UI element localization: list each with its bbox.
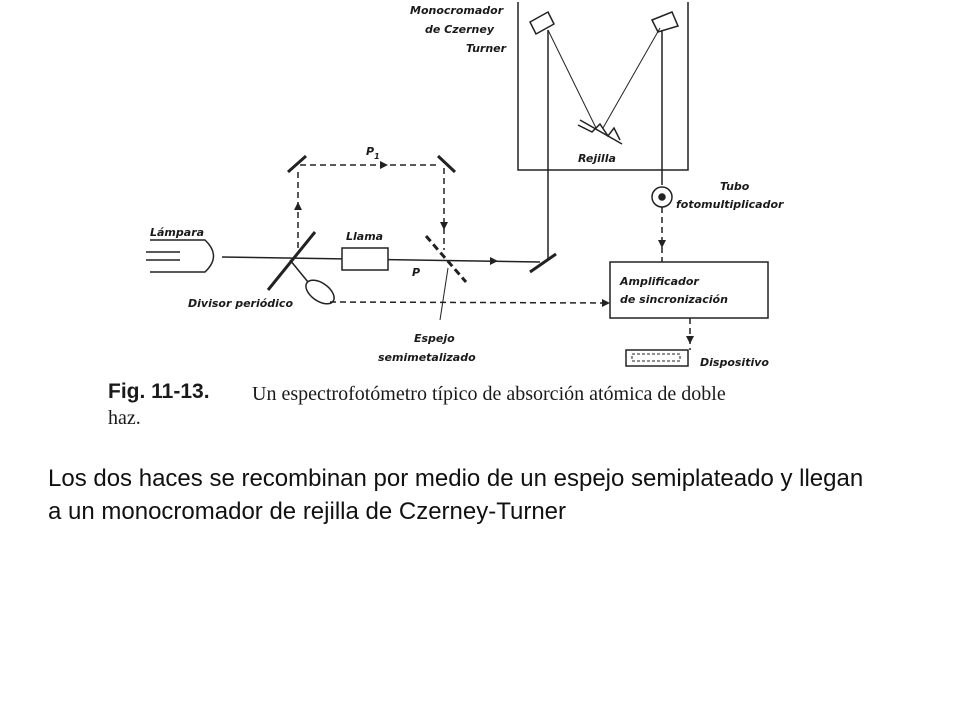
p1-label: P1 <box>366 145 380 161</box>
amplifier-box <box>609 261 769 319</box>
right-concave-mirror <box>650 11 680 33</box>
spectrophotometer-diagram: Monocromador de Czerney Turner Rejilla T… <box>108 2 784 429</box>
mirror-label-2: semimetalizado <box>378 351 476 364</box>
pmt-label-1: Tubo <box>720 180 750 193</box>
device-box <box>625 349 689 367</box>
left-concave-mirror <box>529 10 555 36</box>
photomultiplier-icon <box>651 186 673 208</box>
p-label: P <box>412 266 420 279</box>
amplifier-label-1: Amplificador <box>619 275 699 288</box>
flame-label: Llama <box>346 230 383 243</box>
device-label: Dispositivo <box>700 356 769 369</box>
grating-label: Rejilla <box>578 152 616 165</box>
lamp-label: Lámpara <box>150 226 204 239</box>
monochromator-label-1: Monocromador <box>410 4 504 17</box>
figure-number: Fig. 11-13. <box>108 380 210 403</box>
grating <box>577 119 623 145</box>
mirror-label-1: Espejo <box>414 332 455 345</box>
monochromator-label-2: de Czerney <box>425 23 495 36</box>
amplifier-label-2: de sincronización <box>620 293 728 306</box>
half-silvered-mirror <box>424 235 468 283</box>
chopper-icon <box>266 231 335 305</box>
sync-signal-line <box>329 301 611 304</box>
figure-caption-line-1: Un espectrofotómetro típico de absorción… <box>252 383 726 405</box>
monochromator-label-3: Turner <box>466 42 507 55</box>
chopper-label: Divisor periódico <box>188 297 293 310</box>
lamp-icon <box>146 239 215 273</box>
monochromator-box <box>517 2 689 171</box>
body-paragraph: Los dos haces se recombinan por medio de… <box>48 465 864 525</box>
flame-cell <box>341 247 389 271</box>
figure-caption-line-2: haz. <box>108 407 141 429</box>
pmt-label-2: fotomultiplicador <box>676 198 784 211</box>
